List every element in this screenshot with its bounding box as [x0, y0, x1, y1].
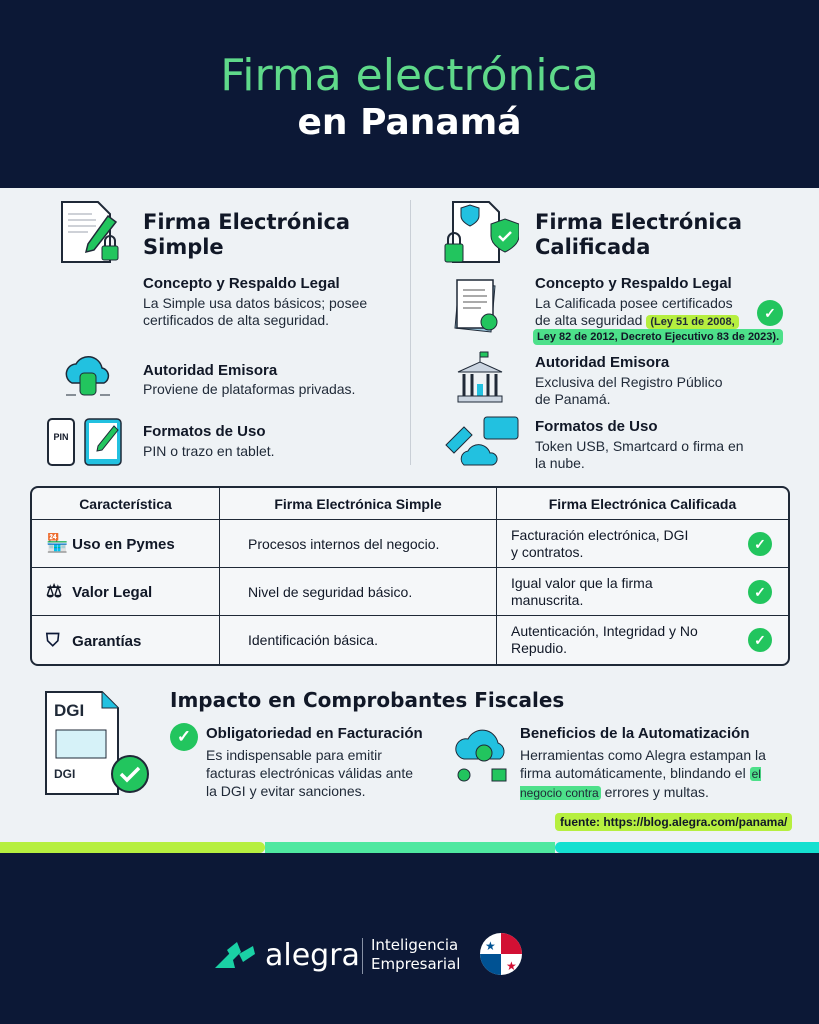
check-icon: ✓ [748, 532, 772, 556]
cloud-database-icon [65, 356, 110, 396]
beneficios-title: Beneficios de la Automatización [520, 725, 750, 742]
beneficios-body: Herramientas como Alegra estampan la fir… [520, 747, 766, 800]
dgi-label-2: DGI [54, 767, 75, 781]
tablet-pen-icon [84, 418, 122, 466]
title-line2: en Panamá [297, 102, 522, 143]
accent-bar-lime [0, 842, 265, 853]
header-simple: Firma Electrónica Simple [220, 488, 497, 520]
phone-pin-icon: PIN [47, 418, 75, 466]
alegra-logo-icon [215, 942, 255, 968]
simple-formatos-body: PIN o trazo en tablet. [143, 443, 275, 459]
simple-cell: Nivel de seguridad básico. [220, 568, 497, 616]
table-header-row: Característica Firma Electrónica Simple … [32, 488, 788, 520]
simple-concepto-title: Concepto y Respaldo Legal [143, 275, 340, 292]
simple-autoridad-body: Proviene de plataformas privadas. [143, 381, 356, 397]
calificada-concepto-body: La Calificada posee certificados [535, 295, 733, 311]
footer-divider [362, 938, 363, 974]
check-icon: ✓ [757, 300, 783, 326]
table-row: ⚖ Valor Legal Nivel de seguridad básico.… [32, 568, 788, 616]
footer [0, 853, 819, 1024]
government-building-icon [457, 351, 503, 403]
shield-icon: ⛉ [46, 629, 60, 650]
column-divider [410, 200, 411, 465]
svg-text:★: ★ [485, 939, 496, 953]
calificada-cell: Facturación electrónica, DGI y contratos… [497, 520, 788, 568]
calificada-concepto-body-2: de alta seguridad (Ley 51 de 2008, [535, 312, 739, 331]
simple-cell: Procesos internos del negocio. [220, 520, 497, 568]
svg-text:★: ★ [506, 959, 517, 973]
scales-icon: ⚖ [46, 581, 63, 601]
simple-autoridad-title: Autoridad Emisora [143, 362, 278, 379]
header-banner [0, 0, 819, 188]
table-row: ⛉ Garantías Identificación básica. Auten… [32, 616, 788, 664]
comparison-table: Característica Firma Electrónica Simple … [30, 486, 790, 666]
table-row: 🏪 Uso en Pymes Procesos internos del neg… [32, 520, 788, 568]
check-icon: ✓ [748, 628, 772, 652]
simple-formatos-title: Formatos de Uso [143, 423, 266, 440]
check-icon: ✓ [170, 723, 198, 751]
secure-document-shield-icon [444, 201, 519, 263]
cloud-automation-icon [455, 729, 507, 782]
header-calificada: Firma Electrónica Calificada [497, 488, 788, 520]
feature-label: Uso en Pymes [72, 536, 175, 553]
panama-flag-icon: ★★ [480, 933, 522, 975]
dgi-document-icon: DGI DGI [45, 691, 149, 795]
usb-smartcard-cloud-icon [445, 416, 519, 466]
simple-cell: Identificación básica. [220, 616, 497, 664]
accent-bar-cyan [555, 842, 819, 853]
feature-label: Garantías [72, 632, 142, 650]
calificada-cell: Igual valor que la firma manuscrita.✓ [497, 568, 788, 616]
header-caracteristica: Característica [32, 488, 220, 520]
dgi-label: DGI [54, 701, 84, 720]
title-line1: Firma electrónica [220, 50, 599, 101]
feature-label: Valor Legal [72, 584, 153, 601]
law-highlight-2: Ley 82 de 2012, Decreto Ejecutivo 83 de … [533, 329, 784, 345]
accent-bar-mint [265, 842, 555, 853]
simple-concepto-body: La Simple usa datos básicos; posee certi… [143, 295, 368, 328]
calificada-formatos-title: Formatos de Uso [535, 418, 658, 435]
check-icon: ✓ [748, 580, 772, 604]
law-highlight-1: (Ley 51 de 2008, [646, 315, 739, 329]
impacto-title: Impacto en Comprobantes Fiscales [170, 688, 565, 712]
obligatoriedad-body: Es indispensable para emitir facturas el… [206, 747, 413, 799]
calificada-autoridad-body: Exclusiva del Registro Público de Panamá… [535, 374, 723, 407]
brand-name: alegra [265, 938, 360, 973]
calificada-cell: Autenticación, Integridad y No Repudio.✓ [497, 616, 788, 664]
certificate-icon [454, 279, 498, 333]
signed-document-icon [61, 201, 119, 263]
calificada-autoridad-title: Autoridad Emisora [535, 354, 670, 371]
calificada-formatos-body: Token USB, Smartcard o firma en la nube. [535, 438, 744, 471]
source-link[interactable]: fuente: https://blog.alegra.com/panama/ [555, 813, 793, 831]
calificada-concepto-title: Concepto y Respaldo Legal [535, 275, 732, 292]
obligatoriedad-title: Obligatoriedad en Facturación [206, 725, 423, 742]
store-icon: 🏪 [46, 533, 69, 553]
